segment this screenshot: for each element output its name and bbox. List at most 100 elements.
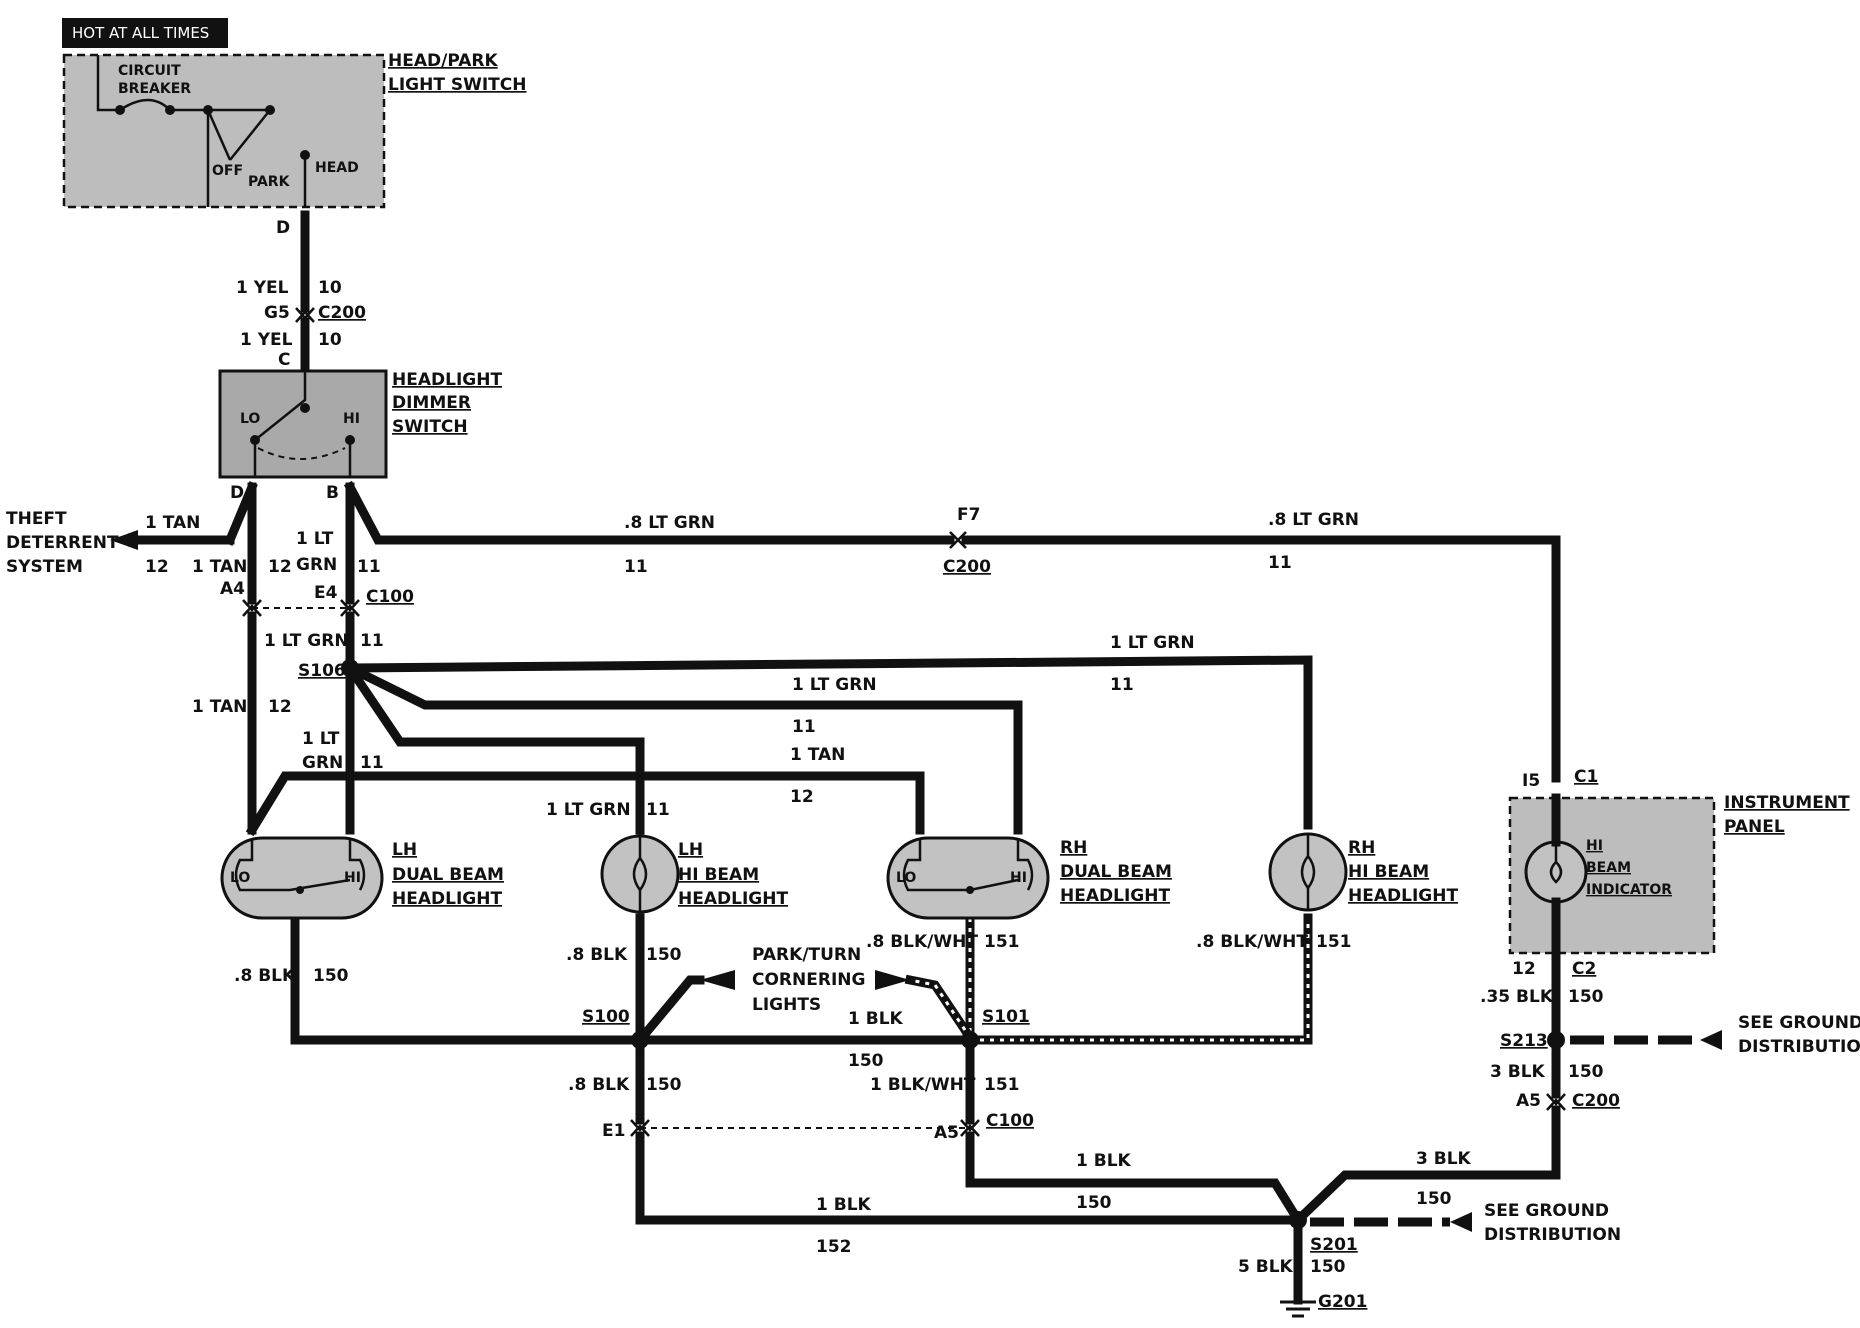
circuit-label: CIRCUIT	[118, 63, 181, 79]
dimmer-title-2: DIMMER	[392, 393, 471, 413]
ground-ref-1-line2: DISTRIBUTION	[1738, 1037, 1860, 1057]
wire-ltgrn-s106-num: 11	[360, 631, 384, 651]
dimmer-title-3: SWITCH	[392, 417, 468, 437]
lh-dual-title-2: DUAL BEAM	[392, 865, 504, 885]
wire-ltgrn-lhhi-num: 11	[646, 800, 670, 820]
conn-e1: E1	[602, 1121, 625, 1141]
conn-g5: G5	[264, 303, 290, 323]
wire-ltgrn-top-r: .8 LT GRN	[1268, 510, 1359, 530]
wire-ltgrn-c-num: 11	[360, 753, 384, 773]
c2-top-num: 12	[1512, 959, 1536, 979]
wire-blk-s213: 3 BLK	[1490, 1062, 1546, 1082]
wire-tan-a: 1 TAN	[192, 557, 247, 577]
wire-tan-b-num: 12	[268, 697, 292, 717]
wire-blk-c2: .35 BLK	[1480, 987, 1554, 1007]
wire-blk-s213b: 3 BLK	[1416, 1149, 1472, 1169]
wire-tan-b: 1 TAN	[192, 697, 247, 717]
wire-yel-1-num: 10	[318, 278, 342, 298]
rh-dual-beam-headlight: LO HI	[886, 836, 1050, 920]
wire-yel-1: 1 YEL	[236, 278, 289, 298]
wire-blkwht-rhhi: .8 BLK/WHT	[1196, 932, 1308, 952]
splice-s201	[1289, 1211, 1307, 1229]
conn-c200-b: C200	[943, 557, 991, 577]
wire-ltgrn-b2: GRN	[296, 555, 337, 575]
ground-ref-2-arrow-icon	[1450, 1212, 1472, 1232]
splice-s101-label: S101	[982, 1007, 1030, 1027]
dimmer-pin-c: C	[278, 350, 290, 370]
wire-yel-2-num: 10	[318, 330, 342, 350]
splice-s100	[631, 1031, 649, 1049]
ground-g201-icon	[1280, 1300, 1316, 1318]
lh-dual-beam-headlight: LO HI	[220, 836, 384, 920]
rh-dual-title-2: DUAL BEAM	[1060, 862, 1172, 882]
hi-beam-ind-1: HI	[1586, 838, 1603, 854]
instrument-panel-2: PANEL	[1724, 817, 1785, 837]
wire-blk-g201: 5 BLK	[1238, 1257, 1294, 1277]
off-label: OFF	[212, 163, 243, 179]
instrument-panel: HI BEAM INDICATOR	[1508, 793, 1716, 958]
rh-dual-lo: LO	[896, 870, 916, 886]
wire-blk-lhdual: .8 BLK	[234, 966, 296, 986]
head-park-light-switch: CIRCUIT BREAKER OFF PARK HEAD	[62, 53, 386, 209]
dimmer-hi-label: HI	[343, 411, 360, 427]
lh-dual-lo: LO	[230, 870, 250, 886]
wire-ltgrn-c1: 1 LT	[302, 729, 340, 749]
wire-blk-s100: .8 BLK	[568, 1075, 630, 1095]
wire-ltgrn-rhhi-num: 11	[1110, 675, 1134, 695]
splice-s100-label: S100	[582, 1007, 630, 1027]
wire-blk-a5-num: 150	[1076, 1193, 1112, 1213]
dimmer-title-1: HEADLIGHT	[392, 370, 502, 390]
lh-dual-hi: HI	[344, 870, 361, 886]
wire-tan-a-num: 12	[268, 557, 292, 577]
wire-blk-lhhi: .8 BLK	[566, 945, 628, 965]
wire-ltgrn-b1: 1 LT	[296, 529, 334, 549]
lh-hi-title-1: LH	[678, 840, 703, 860]
park-label: PARK	[248, 174, 291, 190]
dimmer-pin-b: B	[326, 483, 339, 503]
wire-ltgrn-lhhi: 1 LT GRN	[546, 800, 631, 820]
park-turn-1: PARK/TURN	[752, 945, 861, 965]
instrument-panel-1: INSTRUMENT	[1724, 793, 1850, 813]
wire-ltgrn-rhhi: 1 LT GRN	[1110, 633, 1195, 653]
wire-blk-a5: 1 BLK	[1076, 1151, 1132, 1171]
head-park-title-1: HEAD/PARK	[388, 51, 498, 71]
conn-a5-a: A5	[934, 1123, 959, 1143]
ground-ref-1-line1: SEE GROUND	[1738, 1013, 1860, 1033]
wire-blk-c2-num: 150	[1568, 987, 1604, 1007]
wire-ltgrn-top-l-num: 11	[624, 557, 648, 577]
conn-i5: I5	[1522, 771, 1540, 791]
conn-c2: C2	[1572, 959, 1596, 979]
rh-dual-title-3: HEADLIGHT	[1060, 886, 1170, 906]
splice-s201-label: S201	[1310, 1235, 1358, 1255]
splice-s213-label: S213	[1500, 1031, 1548, 1051]
wire-tan-rhdual-num: 12	[790, 787, 814, 807]
head-label: HEAD	[315, 160, 359, 176]
wire-blk-e1-num: 152	[816, 1237, 852, 1257]
wire-ltgrn-c2: GRN	[302, 753, 343, 773]
rh-dual-title-1: RH	[1060, 838, 1087, 858]
wire-yel-2: 1 YEL	[240, 330, 293, 350]
theft-2: DETERRENT	[6, 533, 119, 553]
conn-f7: F7	[957, 505, 980, 525]
ground-g201-label: G201	[1318, 1292, 1367, 1312]
wire-tan-theft: 1 TAN	[145, 513, 200, 533]
wire-blkwht-rhhi-num: 151	[1316, 932, 1352, 952]
ground-ref-2-line2: DISTRIBUTION	[1484, 1225, 1621, 1245]
wire-blk-s213b-num: 150	[1416, 1189, 1452, 1209]
conn-c200-a: C200	[318, 303, 366, 323]
hot-label-box	[62, 18, 228, 48]
conn-a4: A4	[220, 579, 245, 599]
splice-s106	[341, 659, 359, 677]
conn-a5-b: A5	[1516, 1091, 1541, 1111]
wire-tan-rhdual: 1 TAN	[790, 745, 845, 765]
rh-hi-title-3: HEADLIGHT	[1348, 886, 1458, 906]
dimmer-lo-label: LO	[240, 411, 260, 427]
park-turn-right-arrow-icon	[875, 970, 910, 990]
conn-c200-c: C200	[1572, 1091, 1620, 1111]
ground-ref-1-arrow-icon	[1700, 1030, 1722, 1050]
wire-blkwht-s101: 1 BLK/WHT	[870, 1075, 976, 1095]
park-turn-left-arrow-icon	[700, 970, 735, 990]
headlight-dimmer-switch: LO HI	[218, 369, 388, 479]
head-park-title-2: LIGHT SWITCH	[388, 75, 526, 95]
